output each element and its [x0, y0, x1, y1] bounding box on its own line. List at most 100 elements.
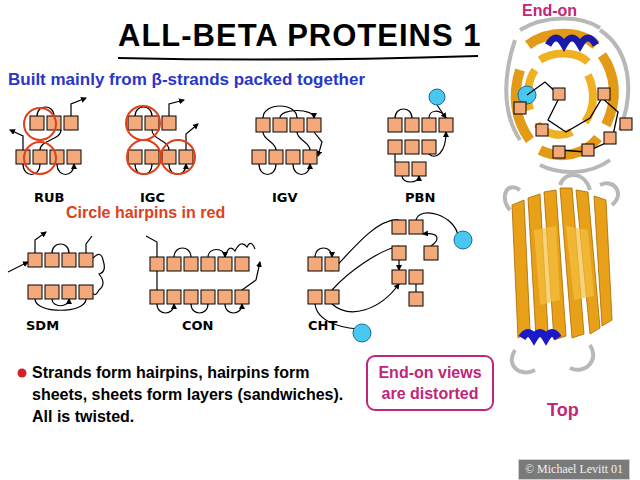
beta-strand — [235, 290, 249, 304]
beta-strand — [409, 270, 423, 284]
beta-strand — [28, 253, 42, 267]
terminus-marker — [454, 231, 472, 249]
strand-connection — [86, 236, 92, 253]
fold-name: RUB — [34, 190, 64, 205]
strand-connection — [208, 250, 225, 258]
beta-strand — [422, 140, 436, 154]
beta-strand — [273, 118, 287, 132]
beta-strand — [201, 290, 215, 304]
view-label: Top — [547, 400, 579, 421]
strand-connection — [57, 164, 74, 175]
subtitle: Built mainly from β-strands packed toget… — [8, 70, 365, 90]
hairpin-circle — [127, 140, 161, 174]
beta-strand — [167, 257, 181, 271]
beta-strand — [184, 290, 198, 304]
beta-strand — [388, 118, 402, 132]
terminus-marker — [429, 89, 445, 105]
beta-strand — [235, 257, 249, 271]
strand-connection — [71, 98, 86, 116]
strand-connection — [259, 164, 276, 175]
beta-strand — [218, 290, 232, 304]
strand-connection — [415, 284, 416, 292]
beta-strand — [290, 118, 304, 132]
strand-connection — [35, 299, 86, 310]
beta-strand — [412, 162, 426, 176]
beta-strand — [201, 257, 215, 271]
strand-connection — [146, 236, 157, 257]
hairpin-circle — [161, 140, 195, 174]
strand-connection — [174, 248, 191, 257]
beta-strand — [325, 257, 339, 271]
title: ALL-BETA PROTEINS 1 — [118, 18, 481, 54]
fold-name: IGC — [140, 190, 165, 205]
beta-strand — [67, 150, 81, 164]
strand-connection — [52, 244, 69, 253]
strand-connection — [52, 299, 69, 306]
beta-strand — [30, 116, 44, 130]
instruction: Circle hairpins in red — [66, 204, 225, 222]
beta-strand — [62, 253, 76, 267]
strand-connection — [395, 109, 412, 118]
strand-connection — [332, 220, 399, 271]
beta-strand — [395, 162, 409, 176]
beta-strand — [50, 150, 64, 164]
fold-name: CON — [182, 318, 213, 333]
beta-strand — [269, 150, 283, 164]
beta-strand — [439, 118, 453, 132]
beta-strand — [179, 150, 193, 164]
beta-strand — [167, 290, 181, 304]
beta-strand — [392, 270, 406, 284]
strand-connection — [423, 234, 437, 246]
beta-strand — [128, 150, 142, 164]
strand-connection — [429, 111, 446, 118]
strand-connection — [394, 154, 395, 162]
beta-strand — [150, 257, 164, 271]
beta-strand — [16, 150, 30, 164]
beta-strand — [62, 285, 76, 299]
bullet-text: Strands form hairpins, hairpins form she… — [32, 362, 347, 428]
strand-connection — [315, 248, 332, 257]
strand-connection — [169, 100, 184, 116]
beta-strand — [145, 150, 159, 164]
strand-connection — [191, 304, 208, 313]
strand-connection — [332, 246, 399, 290]
beta-strand — [405, 118, 419, 132]
fold-name: CHT — [308, 318, 337, 333]
view-label: End-on — [522, 2, 577, 20]
beta-strand — [308, 290, 322, 304]
strand-connection — [293, 164, 310, 175]
beta-strand — [409, 292, 423, 306]
note-box: End-on views are distorted — [366, 355, 494, 411]
hairpin-circle — [24, 108, 56, 140]
bullet-dot — [18, 369, 27, 378]
beta-strand — [150, 290, 164, 304]
beta-strand — [422, 118, 436, 132]
beta-strand — [307, 118, 321, 132]
note-text: End-on views are distorted — [374, 362, 486, 404]
beta-strand — [28, 285, 42, 299]
strand-connection — [297, 132, 310, 150]
terminus-marker — [353, 324, 371, 342]
beta-strand — [325, 290, 339, 304]
hairpin-circle — [24, 142, 56, 174]
beta-strand — [424, 246, 438, 260]
strand-connection — [402, 176, 419, 182]
beta-strand — [33, 150, 47, 164]
beta-strand — [64, 116, 78, 130]
protein-end-on — [506, 18, 632, 171]
beta-strand — [145, 116, 159, 130]
beta-strand — [252, 150, 266, 164]
beta-strand — [218, 257, 232, 271]
hairpin-circle — [126, 106, 160, 140]
beta-strand — [303, 150, 317, 164]
beta-strand — [405, 140, 419, 154]
strand-connection — [8, 262, 28, 272]
beta-strand — [184, 257, 198, 271]
beta-strand — [392, 246, 406, 260]
beta-strand — [79, 253, 93, 267]
fold-name: SDM — [26, 318, 59, 333]
strand-connection — [280, 111, 314, 119]
beta-strand — [308, 257, 322, 271]
title-underline — [118, 56, 478, 60]
beta-strand — [392, 220, 406, 234]
